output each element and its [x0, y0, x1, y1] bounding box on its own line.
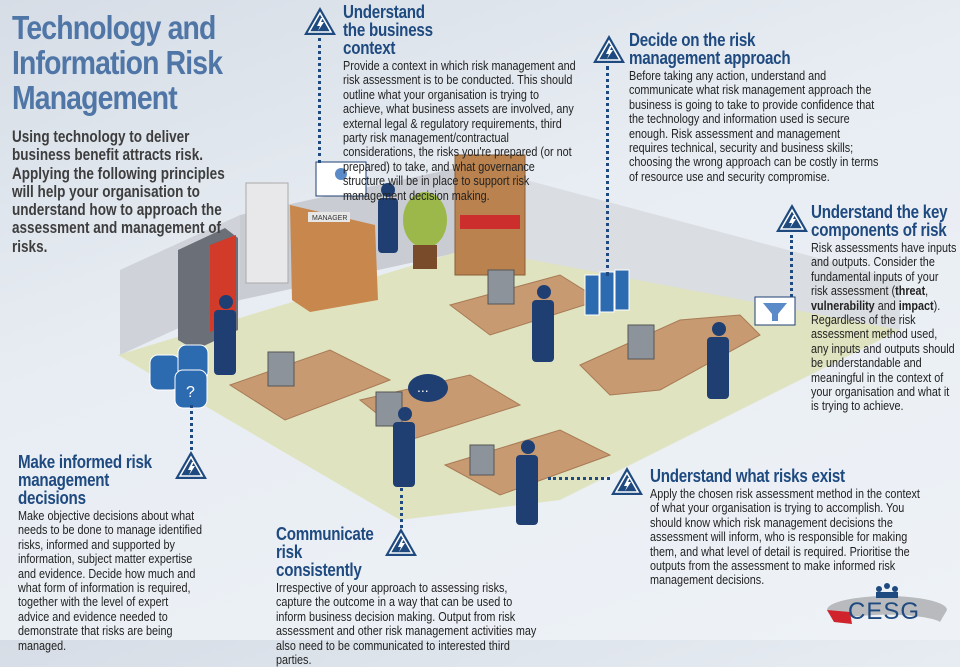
server-racks	[584, 269, 630, 316]
section-body: Risk assessments have inputs and outputs…	[811, 240, 957, 414]
computer-monitors	[267, 269, 655, 476]
section-heading: Understand the key components of risk	[811, 201, 948, 240]
term-vulnerability: vulnerability	[811, 297, 875, 313]
unknown-risk-mark: ?	[186, 384, 195, 401]
speech-bubble	[408, 374, 448, 402]
section-body: Irrespective of your approach to assessi…	[276, 580, 537, 667]
office-illustration: MANAGER ? ...	[118, 154, 900, 525]
floor	[118, 248, 900, 520]
section-risk-management-approach: Decide on the risk management approach B…	[629, 29, 879, 184]
section-heading: Decide on the risk management approach	[629, 29, 791, 68]
manager-door	[290, 205, 378, 312]
warning-lightning-icon	[611, 467, 643, 495]
section-body: Before taking any action, understand and…	[629, 68, 879, 184]
door-sign: MANAGER	[312, 215, 347, 222]
connector-line	[318, 38, 321, 163]
section-risks-exist: Understand what risks exist Apply the ch…	[650, 465, 925, 588]
body-text: and	[874, 297, 899, 313]
section-body: Apply the chosen risk assessment method …	[650, 486, 920, 588]
body-text: Risk assessments have inputs and outputs…	[811, 240, 957, 299]
term-threat: threat	[895, 283, 926, 299]
filing-shelf	[245, 182, 289, 284]
body-text: ,	[925, 283, 929, 299]
section-business-context: Understand the business context Provide …	[343, 1, 577, 203]
section-heading: Communicate risk consistently	[276, 523, 374, 580]
people	[214, 183, 729, 525]
cesg-logo-text: CESG	[848, 598, 921, 625]
section-body: Provide a context in which risk manageme…	[343, 58, 576, 203]
section-heading: Understand what risks exist	[650, 465, 845, 486]
connector-line	[190, 405, 193, 450]
warning-lightning-icon	[304, 7, 336, 35]
plant	[403, 192, 447, 248]
section-body: Make objective decisions about what need…	[18, 508, 202, 653]
cesg-logo	[827, 583, 947, 624]
connector-line	[606, 66, 609, 276]
connector-line	[400, 488, 403, 528]
warning-lightning-icon	[776, 204, 808, 232]
warning-lightning-icon	[385, 528, 417, 556]
connector-line	[548, 477, 610, 480]
page-title: Technology and Information Risk Manageme…	[12, 9, 223, 116]
section-heading: Understand the business context	[343, 1, 433, 58]
section-informed-decisions: Make informed risk management decisions …	[18, 451, 203, 653]
warning-lightning-icon	[593, 35, 625, 63]
term-impact: impact	[898, 297, 934, 313]
section-communicate-risk: Communicate risk consistently Irrespecti…	[276, 523, 604, 667]
warning-lightning-icon	[175, 451, 207, 479]
intro-text: Using technology to deliver business ben…	[12, 128, 225, 256]
body-text: ). Regardless of the risk assessment met…	[811, 297, 955, 414]
speech-bubble-dots: ...	[417, 379, 429, 395]
section-heading: Make informed risk management decisions	[18, 451, 152, 508]
connector-line	[790, 235, 793, 297]
section-key-components: Understand the key components of risk Ri…	[811, 201, 957, 414]
